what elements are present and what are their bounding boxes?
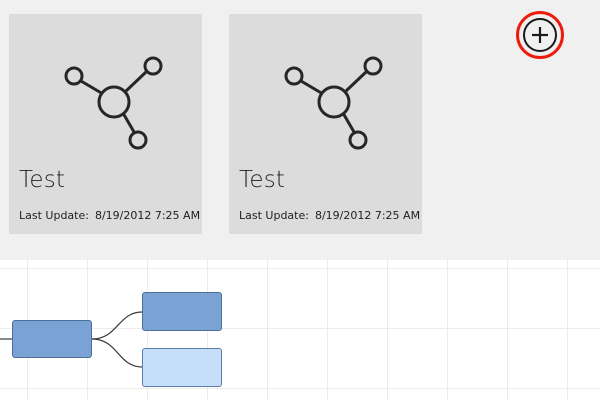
last-update-label: Last Update: bbox=[239, 209, 309, 222]
project-tile[interactable]: Test Last Update: 8/19/2012 7:25 AM bbox=[229, 14, 422, 234]
last-update: Last Update: 8/19/2012 7:25 AM bbox=[19, 209, 200, 222]
project-title: Test bbox=[239, 167, 286, 193]
mindmap-node-child-selected[interactable] bbox=[142, 348, 222, 387]
plus-circle-icon bbox=[523, 18, 557, 52]
project-tile[interactable]: Test Last Update: 8/19/2012 7:25 AM bbox=[9, 14, 202, 234]
mindmap-canvas[interactable] bbox=[0, 260, 600, 400]
mindmap-connectors bbox=[0, 311, 143, 368]
last-update-value: 8/19/2012 7:25 AM bbox=[314, 209, 421, 222]
add-project-button[interactable] bbox=[516, 11, 564, 59]
mindmap-node-root[interactable] bbox=[12, 320, 92, 358]
last-update-label: Last Update: bbox=[19, 209, 89, 222]
graph-network-icon bbox=[284, 56, 383, 150]
connector-line bbox=[91, 338, 143, 368]
plus-icon bbox=[532, 27, 548, 43]
mindmap-node-child[interactable] bbox=[142, 292, 222, 331]
projects-panel: Test Last Update: 8/19/2012 7:25 AM Test bbox=[0, 0, 600, 260]
project-title: Test bbox=[19, 167, 66, 193]
last-update: Last Update: 8/19/2012 7:25 AM bbox=[239, 209, 420, 222]
graph-network-icon bbox=[64, 56, 163, 150]
last-update-value: 8/19/2012 7:25 AM bbox=[94, 209, 201, 222]
connector-line bbox=[91, 311, 143, 340]
